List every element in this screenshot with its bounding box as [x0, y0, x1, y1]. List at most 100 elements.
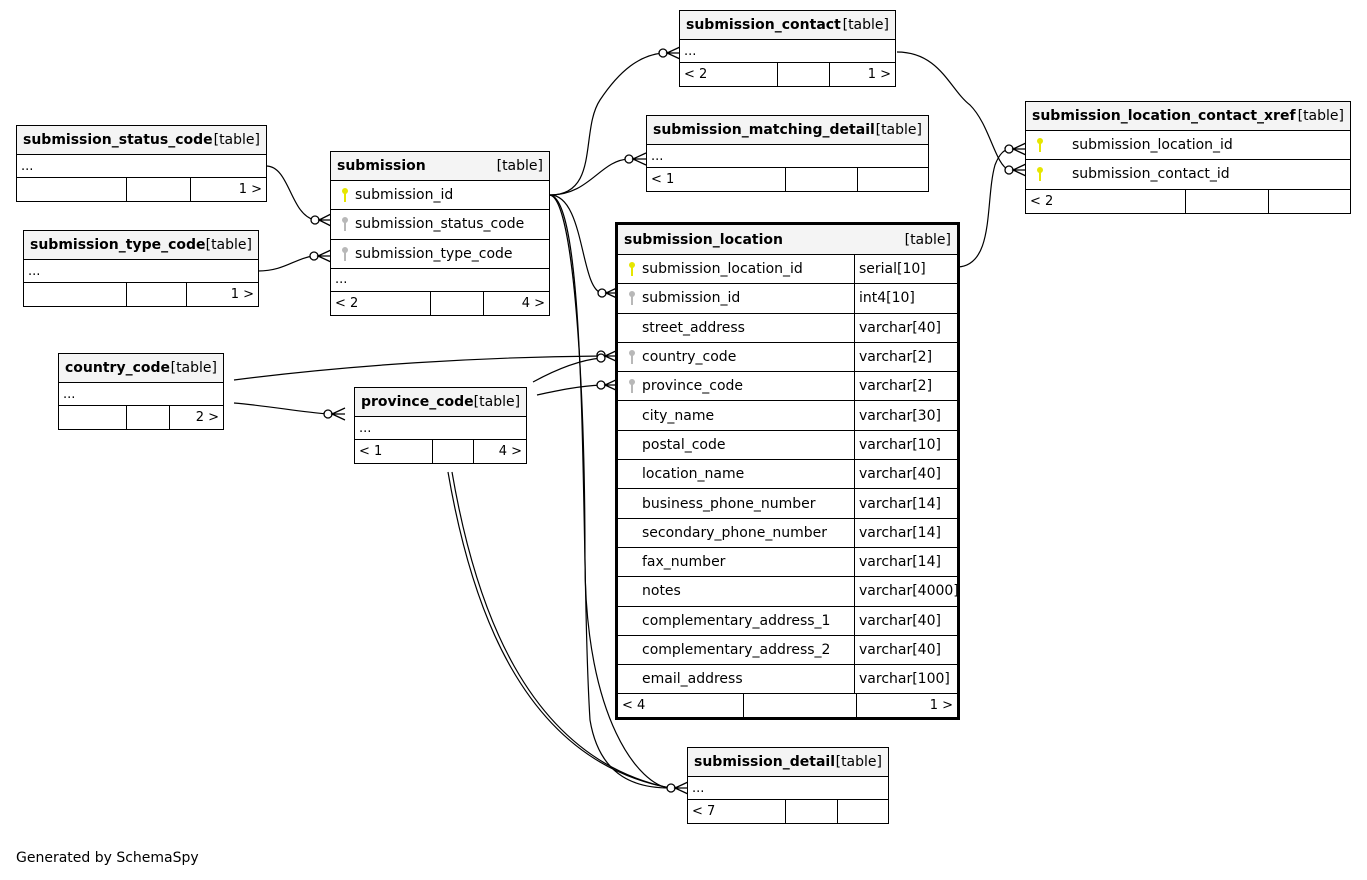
table-footer: < 1 4 >: [355, 440, 526, 463]
table-kind: [table]: [213, 132, 260, 148]
cardinality-marker: [666, 783, 676, 793]
children-count[interactable]: 1 >: [929, 698, 953, 714]
column-name-cell: street_address: [618, 314, 854, 342]
edge-province-to-location: [536, 384, 602, 396]
children-count: [1269, 190, 1350, 213]
column-name-cell: submission_id: [618, 284, 854, 312]
table-submission-detail[interactable]: submission_detail [table] ... < 7: [687, 747, 889, 824]
table-name[interactable]: submission_location_contact_xref: [1032, 108, 1296, 124]
table-kind: [table]: [842, 17, 889, 33]
table-submission-location-contact-xref[interactable]: submission_location_contact_xref [table]…: [1025, 101, 1351, 214]
column-name: email_address: [642, 671, 743, 688]
footer-spacer: [433, 440, 474, 463]
table-name[interactable]: country_code: [65, 360, 171, 376]
column-row[interactable]: submission_contact_id: [1026, 160, 1350, 190]
column-row[interactable]: submission_type_code: [331, 240, 549, 269]
table-footer: < 2: [1026, 189, 1350, 213]
column-name-cell: complementary_address_1: [618, 607, 854, 635]
column-name: notes: [642, 583, 681, 600]
table-submission-contact[interactable]: submission_contact [table] ... < 2 1 >: [679, 10, 896, 87]
column-name-cell: complementary_address_2: [618, 636, 854, 664]
children-count[interactable]: 4 >: [498, 444, 522, 459]
table-header: submission_contact [table]: [680, 11, 895, 40]
table-footer: < 7: [688, 800, 888, 823]
parents-count[interactable]: < 1: [647, 168, 786, 191]
table-name[interactable]: submission_detail: [694, 754, 836, 770]
cardinality-marker: [323, 409, 333, 419]
column-name: submission_id: [355, 187, 454, 204]
table-submission[interactable]: submission [table] submission_id submiss…: [330, 151, 550, 316]
columns-ellipsis: ...: [331, 269, 549, 292]
column-row[interactable]: submission_location_id: [1026, 131, 1350, 161]
footer-spacer: [786, 168, 858, 191]
table-name[interactable]: submission_contact: [686, 17, 841, 33]
column-type: varchar[14]: [854, 489, 957, 518]
table-header: submission_status_code [table]: [17, 126, 266, 155]
crowfoot-marker: [631, 152, 647, 166]
column-name: submission_type_code: [355, 245, 513, 262]
table-name[interactable]: submission_status_code: [23, 132, 213, 148]
column-name: submission_location_id: [1072, 137, 1233, 154]
column-type: varchar[4000]: [854, 577, 959, 606]
children-count[interactable]: 1 >: [230, 287, 254, 302]
children-count[interactable]: 1 >: [867, 67, 891, 82]
table-country-code[interactable]: country_code [table] ... 2 >: [58, 353, 224, 430]
column-row[interactable]: notes varchar[4000]: [618, 577, 959, 607]
column-name: business_phone_number: [642, 495, 816, 512]
table-kind: [table]: [170, 360, 217, 376]
column-row[interactable]: business_phone_number varchar[14]: [618, 489, 957, 519]
parents-count[interactable]: < 2: [1026, 189, 1186, 213]
columns-ellipsis: ...: [17, 155, 266, 178]
children-count[interactable]: 4 >: [521, 295, 545, 311]
column-name: city_name: [642, 407, 715, 424]
table-submission-status-code[interactable]: submission_status_code [table] ... 1 >: [16, 125, 267, 202]
parents-count[interactable]: < 2: [680, 63, 778, 86]
table-name[interactable]: submission: [337, 158, 426, 174]
column-name: fax_number: [642, 554, 726, 571]
column-type: varchar[10]: [854, 430, 957, 460]
table-name[interactable]: submission_type_code: [30, 237, 206, 253]
parents-count[interactable]: < 2: [331, 291, 431, 315]
table-submission-type-code[interactable]: submission_type_code [table] ... 1 >: [23, 230, 259, 307]
foreign-key-icon: [622, 290, 642, 306]
table-footer: < 4 1 >: [618, 694, 957, 718]
table-submission-location[interactable]: submission_location [table] submission_l…: [615, 222, 960, 721]
parents-count[interactable]: < 1: [355, 440, 433, 463]
column-row[interactable]: submission_id: [331, 181, 549, 211]
footer-spacer: [778, 63, 830, 86]
table-name[interactable]: submission_matching_detail: [653, 122, 875, 138]
parents-count[interactable]: < 7: [688, 800, 786, 823]
generated-by-credit[interactable]: Generated by SchemaSpy: [16, 850, 199, 866]
children-count[interactable]: 1 >: [238, 182, 262, 197]
crowfoot-marker: [330, 407, 346, 421]
column-name-cell: postal_code: [618, 431, 854, 459]
table-name[interactable]: submission_location: [624, 231, 783, 248]
table-submission-matching-detail[interactable]: submission_matching_detail [table] ... <…: [646, 115, 929, 192]
footer-spacer: [431, 291, 484, 315]
children-count[interactable]: 2 >: [195, 410, 219, 425]
parents-count: [24, 283, 127, 306]
edge-location-to-xref: [957, 148, 1010, 268]
foreign-key-icon: [335, 246, 355, 262]
column-name-cell: business_phone_number: [618, 489, 854, 517]
column-row[interactable]: submission_status_code: [331, 210, 549, 240]
table-name[interactable]: province_code: [361, 394, 474, 410]
foreign-key-icon: [335, 216, 355, 232]
table-province-code[interactable]: province_code [table] ... < 1 4 >: [354, 387, 527, 464]
parents-count: [59, 406, 127, 429]
parents-count[interactable]: < 4: [618, 694, 744, 718]
